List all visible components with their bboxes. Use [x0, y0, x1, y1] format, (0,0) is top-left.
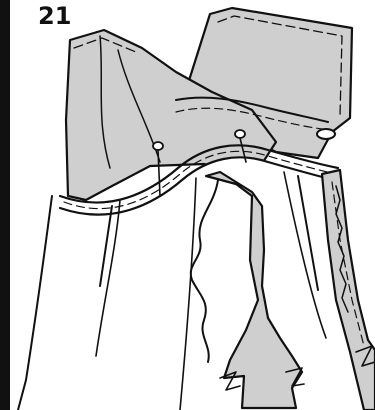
right-leg-fold [284, 172, 326, 338]
zipper-pull [317, 129, 335, 139]
pin-head-2 [235, 130, 245, 138]
zipper-tape [322, 170, 375, 410]
left-leg-fold [96, 200, 120, 356]
center-leg-edge [180, 178, 196, 410]
pin-head-1 [153, 142, 163, 150]
right-leg-dart [298, 176, 318, 290]
left-leg-edge [18, 196, 52, 410]
center-placket [206, 172, 302, 408]
